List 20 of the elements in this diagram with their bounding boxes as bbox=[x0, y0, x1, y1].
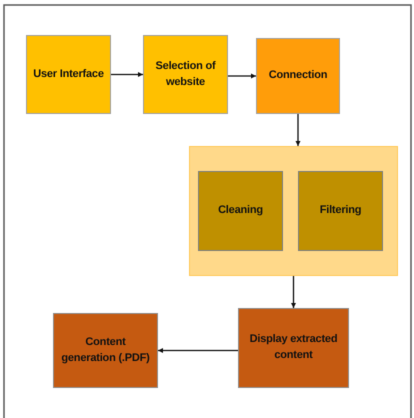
node-text: Selection of website bbox=[154, 58, 217, 90]
node-text: Connection bbox=[268, 68, 328, 84]
node-text: Cleaning bbox=[218, 203, 263, 218]
process-box bbox=[298, 171, 383, 251]
process-box bbox=[198, 171, 283, 251]
arrow bbox=[111, 72, 143, 77]
process-box bbox=[26, 35, 111, 114]
process-box bbox=[256, 38, 340, 114]
process-box bbox=[238, 308, 349, 388]
process-box bbox=[53, 313, 158, 388]
process-box bbox=[143, 35, 228, 114]
node-text: Content generation (.PDF) bbox=[60, 334, 151, 366]
arrow bbox=[228, 74, 256, 78]
arrow bbox=[158, 348, 238, 353]
arrow bbox=[291, 276, 296, 308]
group-panel bbox=[189, 146, 398, 276]
node-text: Filtering bbox=[320, 203, 362, 218]
arrow bbox=[296, 114, 300, 146]
node-text: Display extracted content bbox=[248, 332, 338, 363]
node-text: User Interface bbox=[33, 66, 104, 82]
